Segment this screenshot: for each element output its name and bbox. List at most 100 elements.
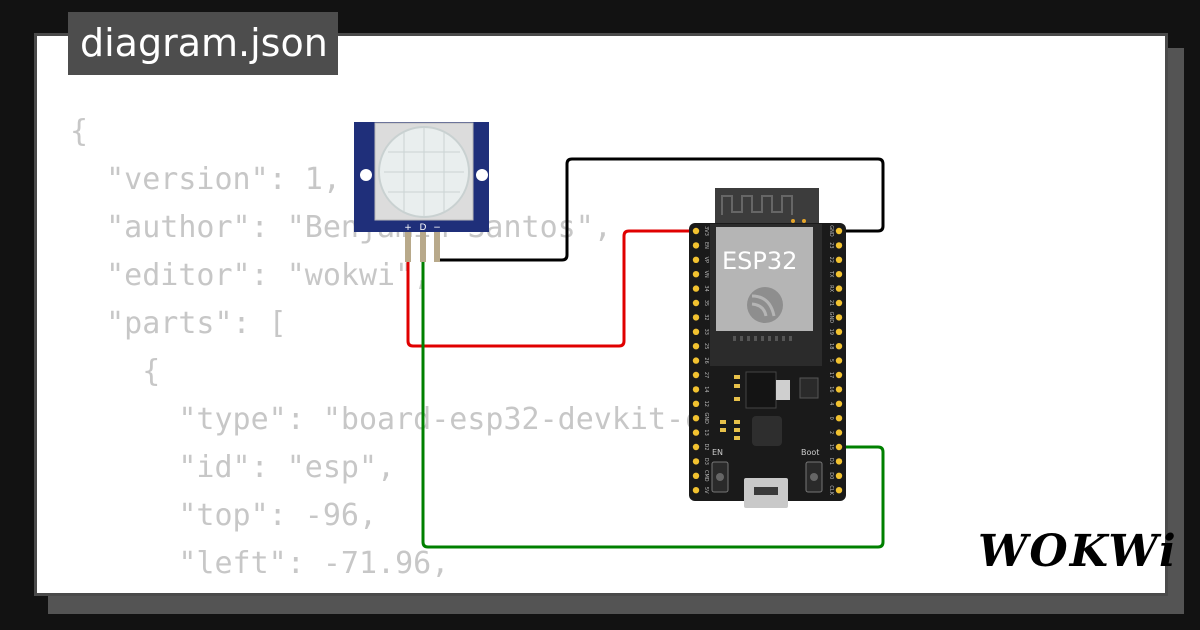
esp32-left-pin[interactable] — [692, 472, 700, 479]
esp32-right-pin[interactable] — [835, 458, 843, 465]
esp32-left-pin-label: 14 — [703, 386, 709, 392]
esp32-right-pin-label: 21 — [828, 300, 834, 306]
code-line: "parts": [ — [70, 306, 287, 341]
esp32-right-pin-label: 4 — [828, 402, 834, 405]
pir-pin-label-gnd: − — [433, 223, 441, 233]
esp32-right-pin-label: D1 — [828, 458, 834, 465]
esp32-left-pin[interactable] — [692, 487, 700, 494]
esp32-right-pin-label: 19 — [828, 329, 834, 335]
esp32-left-pin[interactable] — [692, 299, 700, 307]
boot-button-label: Boot — [801, 448, 819, 457]
esp32-right-pin[interactable] — [835, 487, 843, 494]
esp32-left-pin-label: D3 — [703, 458, 709, 465]
pir-pin-label-data: D — [420, 223, 427, 233]
esp32-right-pin-label: 17 — [828, 372, 834, 378]
pir-mount-hole-right — [476, 169, 488, 181]
esp32-left-pin-label: 34 — [703, 285, 709, 291]
esp32-right-pin-label: GND — [828, 225, 834, 237]
esp32-left-pin-label: 12 — [703, 401, 709, 407]
esp32-right-pin[interactable] — [835, 285, 843, 292]
esp32-right-pin[interactable] — [835, 314, 843, 321]
esp32-left-pin-label: 25 — [703, 343, 709, 349]
esp32-left-pin[interactable] — [692, 314, 700, 321]
signal-wire[interactable] — [421, 262, 885, 549]
esp32-right-pin-label: 2 — [828, 431, 834, 434]
file-tab-label: diagram.json — [80, 21, 328, 65]
esp32-right-pin[interactable] — [835, 256, 843, 263]
esp32-right-pin-label: CLK — [828, 485, 834, 495]
esp32-left-pin-label: 5V — [703, 487, 709, 494]
wokwi-logo: WOKWi — [978, 522, 1176, 582]
esp32-right-pin[interactable] — [835, 343, 843, 350]
pir-pin-gnd — [434, 232, 440, 262]
code-line: "id": "esp", — [70, 450, 396, 485]
esp32-right-pin-label: 5 — [828, 359, 834, 362]
pir-motion-sensor[interactable]: + D − — [354, 122, 489, 262]
esp32-right-pin[interactable] — [835, 443, 843, 451]
vcc-wire[interactable] — [406, 229, 696, 348]
code-line: { — [70, 354, 161, 389]
code-line: "left": -71.96, — [70, 546, 450, 581]
wires — [406, 157, 885, 549]
esp32-left-pin[interactable] — [692, 256, 700, 263]
voltage-regulator — [745, 371, 777, 409]
esp32-right-pin-label: D0 — [828, 472, 834, 479]
esp32-right-pin[interactable] — [835, 357, 843, 364]
code-line: { — [70, 114, 89, 149]
esp32-right-pin[interactable] — [835, 429, 843, 436]
esp32-left-pin-label: GND — [703, 412, 709, 424]
esp32-left-pin[interactable] — [692, 357, 700, 364]
esp32-left-pin[interactable] — [692, 343, 700, 350]
file-tab[interactable]: diagram.json — [68, 12, 338, 75]
esp32-left-pin[interactable] — [692, 242, 700, 249]
code-line: "top": -96, — [70, 498, 378, 533]
pir-mount-hole-left — [360, 169, 372, 181]
cp2102-chip — [752, 416, 782, 446]
esp32-left-pin[interactable] — [692, 371, 700, 379]
esp32-right-pin[interactable] — [835, 415, 843, 422]
esp32-chip-label: ESP32 — [722, 247, 797, 275]
esp32-left-pin[interactable] — [692, 415, 700, 422]
pir-pin-label-vcc: + — [404, 223, 412, 233]
esp32-left-pin-label: 33 — [703, 329, 709, 335]
module-castellations — [733, 336, 792, 341]
esp32-right-pin-label: GND — [828, 312, 834, 324]
esp32-left-pin[interactable] — [692, 271, 700, 278]
esp32-right-pin[interactable] — [835, 271, 843, 278]
esp32-left-pin[interactable] — [692, 285, 700, 292]
esp32-left-pin[interactable] — [692, 227, 700, 235]
esp32-right-pin-label: 16 — [828, 386, 834, 392]
esp32-right-pin[interactable] — [835, 472, 843, 479]
esp32-right-pin[interactable] — [835, 400, 843, 407]
esp32-right-pin[interactable] — [835, 299, 843, 307]
esp32-right-pin-label: 15 — [828, 444, 834, 450]
esp32-left-pin-label: 32 — [703, 314, 709, 320]
esp32-right-pin[interactable] — [835, 242, 843, 249]
json-code-block: { "version": 1, "author": "Benjamin Sant… — [70, 108, 792, 593]
esp32-left-pin[interactable] — [692, 328, 700, 335]
esp32-right-pin-label: 18 — [828, 343, 834, 349]
code-line: "version": 1, — [70, 162, 341, 197]
esp32-devkit-board[interactable]: ESP32 EN Boot — [689, 188, 846, 508]
esp32-right-pin-label: RX — [828, 285, 834, 292]
esp32-left-pin[interactable] — [692, 400, 700, 407]
antenna-trace — [721, 195, 793, 215]
espressif-logo-waves — [751, 294, 776, 317]
esp32-right-pin[interactable] — [835, 328, 843, 335]
esp32-left-pin-label: 13 — [703, 429, 709, 435]
wokwi-logo-text: WOKWi — [978, 526, 1178, 577]
esp32-right-pin[interactable] — [835, 227, 843, 235]
esp32-left-pin[interactable] — [692, 443, 700, 451]
usb-uart-chip — [799, 377, 819, 399]
gnd-wire[interactable] — [437, 157, 885, 262]
esp32-left-pin[interactable] — [692, 386, 700, 393]
esp32-left-pin[interactable] — [692, 429, 700, 436]
esp32-left-pin-label: 3V3 — [703, 226, 709, 236]
esp32-left-pin[interactable] — [692, 458, 700, 465]
esp32-left-pin-label: 26 — [703, 357, 709, 363]
esp32-right-pin[interactable] — [835, 386, 843, 393]
esp32-right-pin[interactable] — [835, 371, 843, 379]
